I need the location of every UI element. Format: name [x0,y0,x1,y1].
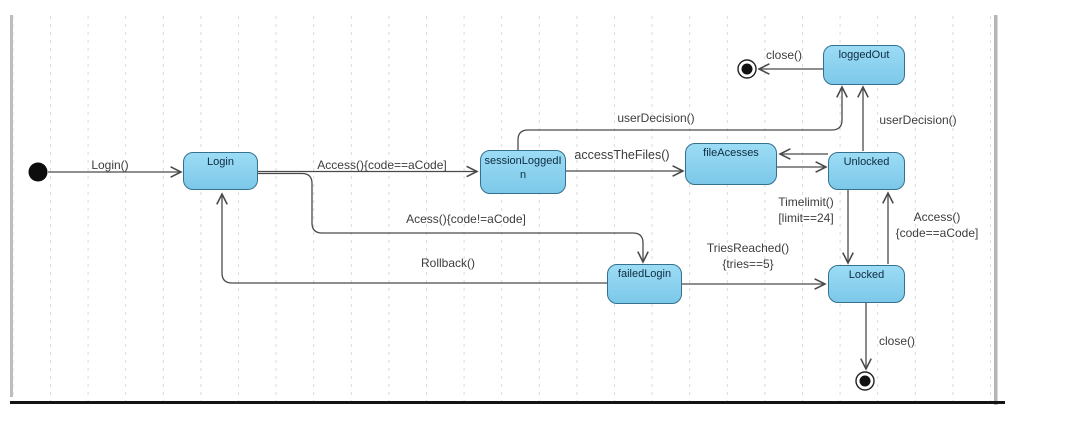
state-sessionloggedin[interactable]: sessionLoggedI n [480,150,566,194]
transition-label-timelimit[interactable]: Timelimit() [limit==24] [778,194,834,226]
state-label: Locked [848,269,885,281]
transition-guard: [limit==24] [778,211,834,226]
final-state-node-top[interactable] [737,59,757,79]
transition-label-close-top[interactable]: close() [765,48,803,62]
transition-label-triesreached[interactable]: TriesReached() {tries==5} [707,240,789,272]
frame-bottom-edge [10,401,1005,404]
transition-label-access-code-eq[interactable]: Access(){code==aCode] [317,158,447,172]
transition-label-close-bottom[interactable]: close() [878,334,916,348]
state-locked[interactable]: Locked [828,265,905,303]
state-label: Unlocked [843,156,890,168]
transition-label-userdecision-unlocked[interactable]: userDecision() [879,113,957,127]
state-login[interactable]: Login [183,152,258,190]
state-label: failedLogin [617,268,672,280]
transition-label-accessthefiles[interactable]: accessTheFiles() [574,148,670,162]
transition-failedlogin-to-login[interactable] [222,194,607,284]
state-loggedout[interactable]: loggedOut [823,45,905,85]
transition-event: Access() [913,210,961,224]
final-state-node-bottom[interactable] [855,371,875,391]
transition-login-to-failedlogin[interactable] [258,172,643,263]
state-unlocked[interactable]: Unlocked [828,152,905,190]
state-label: sessionLoggedI [484,155,562,167]
state-label: fileAcesses [703,147,759,159]
transition-guard: {tries==5} [722,257,774,272]
frame-left-edge [10,15,13,397]
transition-event: Timelimit() [778,195,834,209]
transition-label-rollback[interactable]: Rollback() [420,256,476,270]
transition-label-acess-code-ne[interactable]: Acess(){code!=aCode] [406,212,526,226]
transition-event: TriesReached() [706,241,790,255]
state-fileacesses[interactable]: fileAcesses [685,143,777,185]
transition-guard: {code==aCode] [895,226,979,241]
state-label-line2: n [519,168,527,181]
state-failedlogin[interactable]: failedLogin [607,264,682,304]
state-label: Login [207,156,234,168]
transition-label-userdecision-session[interactable]: userDecision() [617,111,695,125]
frame-right-edge [994,15,998,405]
initial-state-node[interactable] [28,162,48,182]
state-label: loggedOut [838,49,890,61]
transition-label-login-event[interactable]: Login() [91,158,129,172]
transition-label-access-locked[interactable]: Access() {code==aCode] [896,209,979,241]
transition-session-to-loggedout[interactable] [517,87,842,150]
